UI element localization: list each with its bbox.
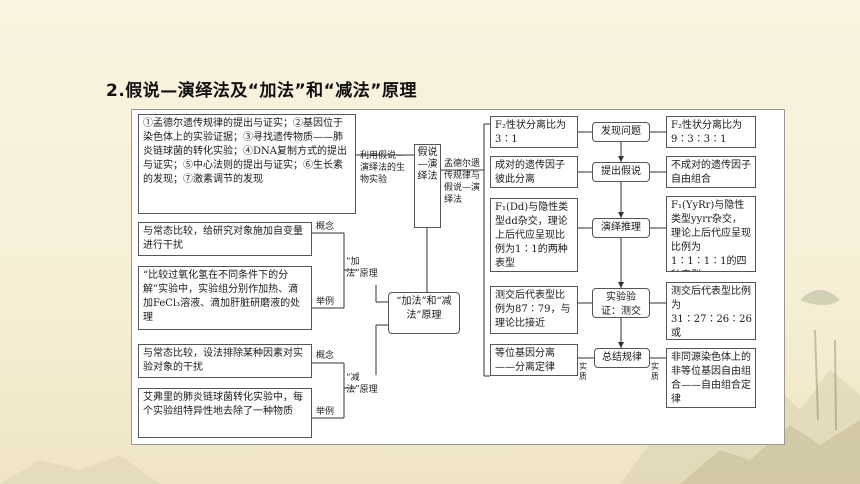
sub-concept-label: 概念 [316,351,335,361]
verify-left-box: 测交后代表型比例为87∶79，与理论比接近 [490,286,578,334]
step-verify: 实验验证：测交实验 [592,288,650,318]
add-concept-box: 与常态比较，给研究对象施加自变量进行干扰 [138,222,312,256]
step-propose-hypothesis: 提出假说 [592,162,650,182]
rule-left-box: 等位基因分离——分离定律 [490,344,578,376]
step-summarize: 总结规律 [594,348,650,368]
add-example-label: 举例 [316,297,335,307]
deduce-left-box: F₁(Dd)与隐性类型dd杂交，理论上后代应呈现比例为1∶1的两种表型 [490,198,578,272]
add-sub-principle-box: “加法”和“减法”原理 [388,292,460,334]
page-title: 2.假说—演绎法及“加法”和“减法”原理 [106,81,417,101]
problem-right-box: F₂性状分离比为9∶3∶3∶1 [666,116,756,148]
hypothesis-left-box: 成对的遗传因子彼此分离 [490,156,578,188]
history-experiments-box: ①孟德尔遗传规律的提出与证实；②基因位于染色体上的实验证据；③寻找遗传物质——肺… [138,114,356,214]
step-discover-problem: 发现问题 [592,122,650,142]
step-deduce: 演绎推理 [592,218,650,238]
sub-example-label: 举例 [316,407,335,417]
essence-right-label: 实质 [651,362,659,381]
sub-example-box: 艾弗里的肺炎链球菌转化实验中，每个实验组特异性地去除了一种物质 [138,388,312,438]
mendel-method-label: 孟德尔遗传规律与假说—演绎法 [444,159,481,205]
rule-right-box: 非同源染色体上的非等位基因自由组合——自由组合定律 [666,348,756,408]
connector-lines [312,123,666,419]
problem-left-box: F₂性状分离比为3∶1 [490,116,578,148]
sub-concept-box: 与常态比较，设法排除某种因素对实验对象的干扰 [138,344,312,378]
sub-principle-label: “减法”原理 [346,373,378,395]
add-example-box: “比较过氧化氢在不同条件下的分解”实验中，实验组分别作加热、滴加FeCl₃溶液、… [138,266,312,330]
use-method-label: 利用假说—演绎法的生物实验 [360,151,406,185]
hypothetico-deductive-box: 假说—演绎法 [414,144,441,228]
verify-right-box: 测交后代表型比例为31∶27∶26∶26或24∶22∶25∶26，与理论比接近 [666,282,756,340]
add-principle-label: “加法”原理 [346,257,378,279]
hypothesis-right-box: 不成对的遗传因子自由组合 [666,156,756,188]
deduce-right-box: F₁(YyRr)与隐性类型yyrr杂交，理论上后代应呈现比例为1∶1∶1∶1的四… [666,196,756,272]
add-concept-label: 概念 [316,222,335,232]
concept-map-panel: ①孟德尔遗传规律的提出与证实；②基因位于染色体上的实验证据；③寻找遗传物质——肺… [131,109,785,445]
essence-left-label: 实质 [579,362,587,381]
